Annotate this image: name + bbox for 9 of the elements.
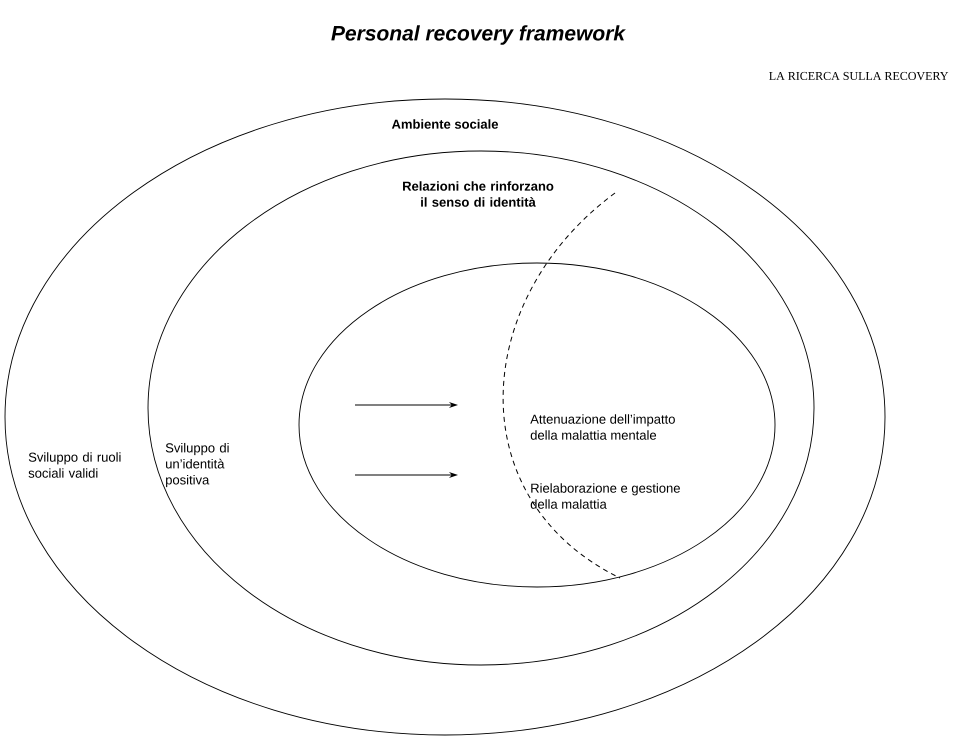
outcome-text: Attenuazione dell’impatto della malattia mentale [530, 414, 675, 440]
ring-heading: Relazioni che rinforzano il senso di identità [403, 181, 554, 207]
title: Personal recovery framework [331, 25, 626, 45]
running-header: LA RICERCA SULLA RECOVERY [769, 72, 948, 80]
inner-ellipse [298, 262, 776, 588]
outcome-text: Rielaborazione e gestione della malattia [530, 483, 680, 509]
ring-text: Sviluppo di ruoli sociali validi [28, 452, 120, 478]
ring-text: Sviluppo di un’identità positiva [166, 442, 229, 488]
ring-heading: Ambiente sociale [392, 119, 498, 129]
